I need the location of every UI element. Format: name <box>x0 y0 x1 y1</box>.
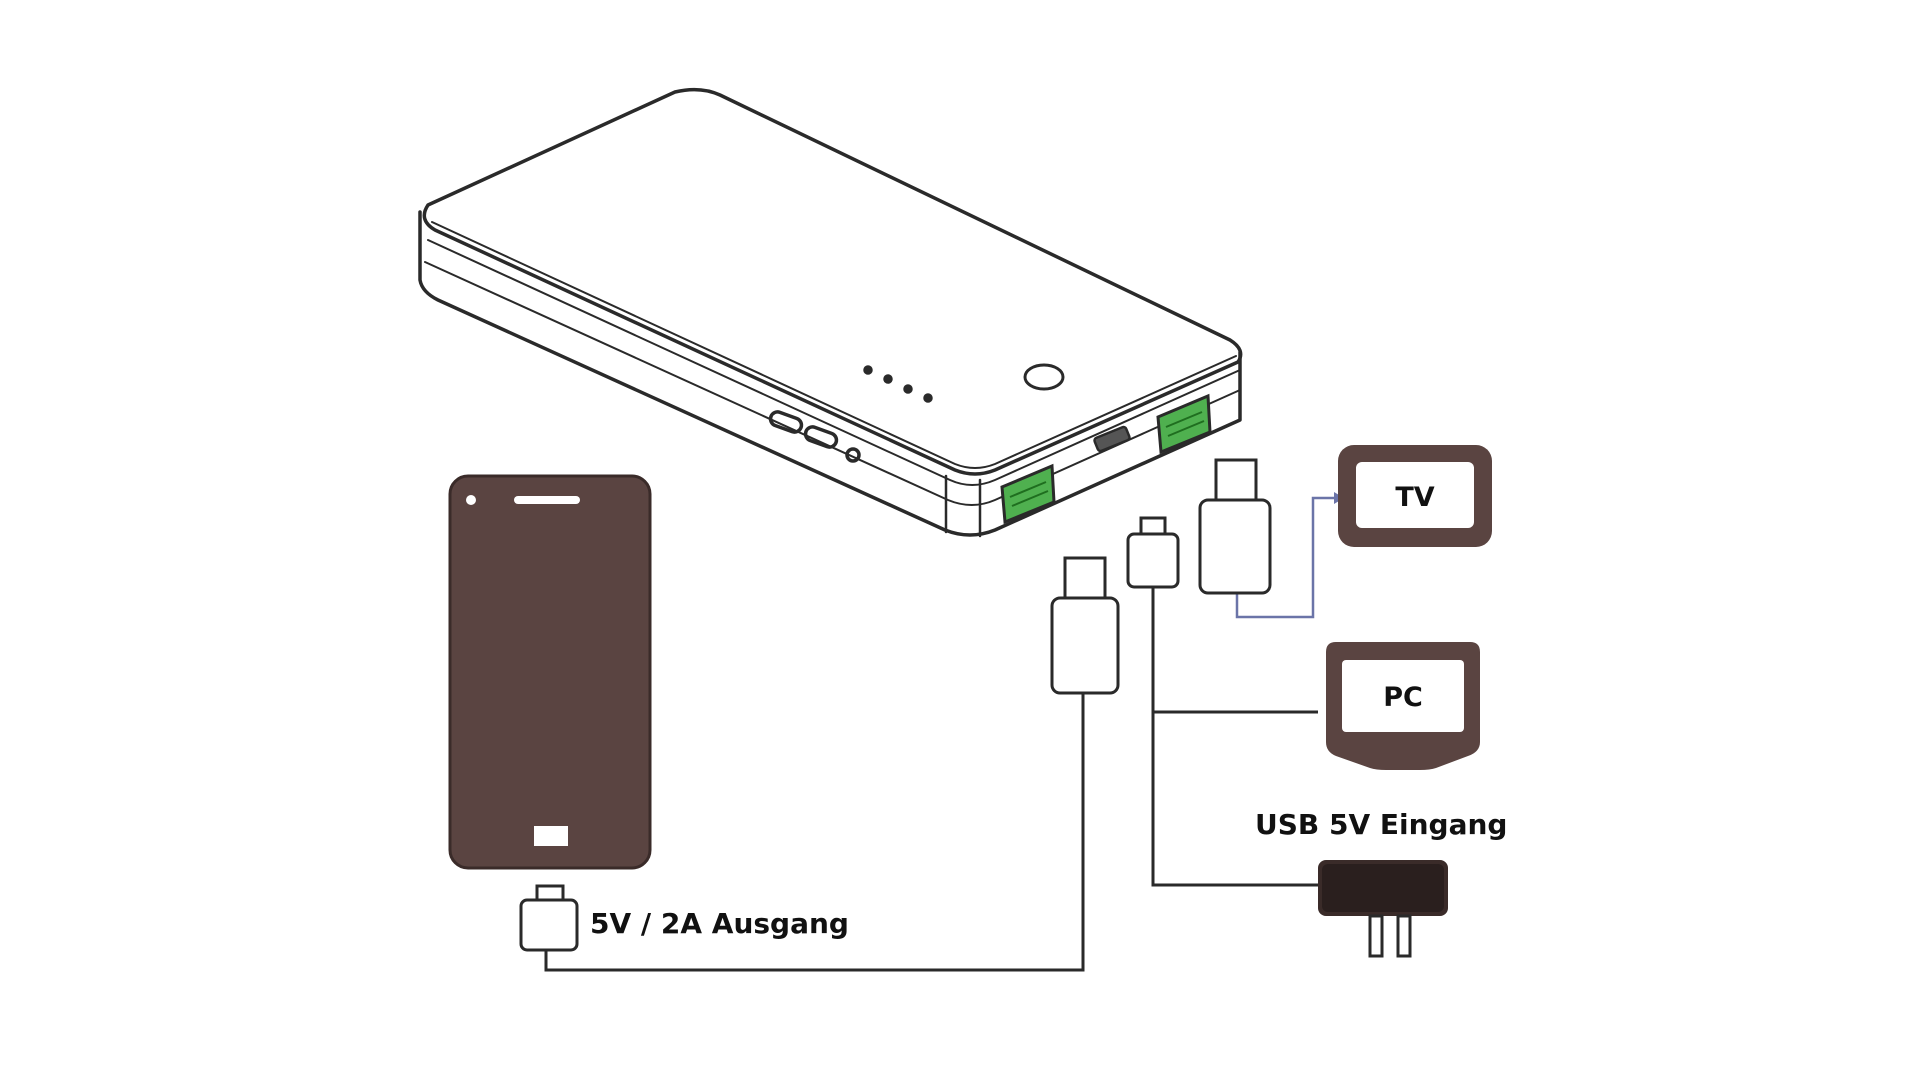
smartphone-icon <box>446 472 654 872</box>
micro-usb-port <box>1093 425 1131 453</box>
wall-adapter-icon <box>1318 860 1448 958</box>
usb-port-green-right <box>1156 393 1212 455</box>
output-label: 5V / 2A Ausgang <box>590 907 849 940</box>
usb-a-plug-icon <box>1050 556 1120 695</box>
cable-to-tv <box>1235 496 1334 619</box>
usb-port-green-left <box>1000 463 1056 525</box>
tv-label: TV <box>1395 482 1434 513</box>
power-bank-icon <box>418 87 1243 538</box>
pc-monitor-icon: PC <box>1326 642 1480 770</box>
cable-lines <box>544 587 1318 972</box>
usb-a-plug-tv-icon <box>1198 458 1272 595</box>
micro-usb-plug-icon <box>519 884 579 952</box>
pc-label: PC <box>1383 682 1423 713</box>
micro-usb-plug-input-icon <box>1126 516 1180 589</box>
tv-icon: TV <box>1338 445 1492 547</box>
usb-input-label: USB 5V Eingang <box>1255 808 1507 841</box>
